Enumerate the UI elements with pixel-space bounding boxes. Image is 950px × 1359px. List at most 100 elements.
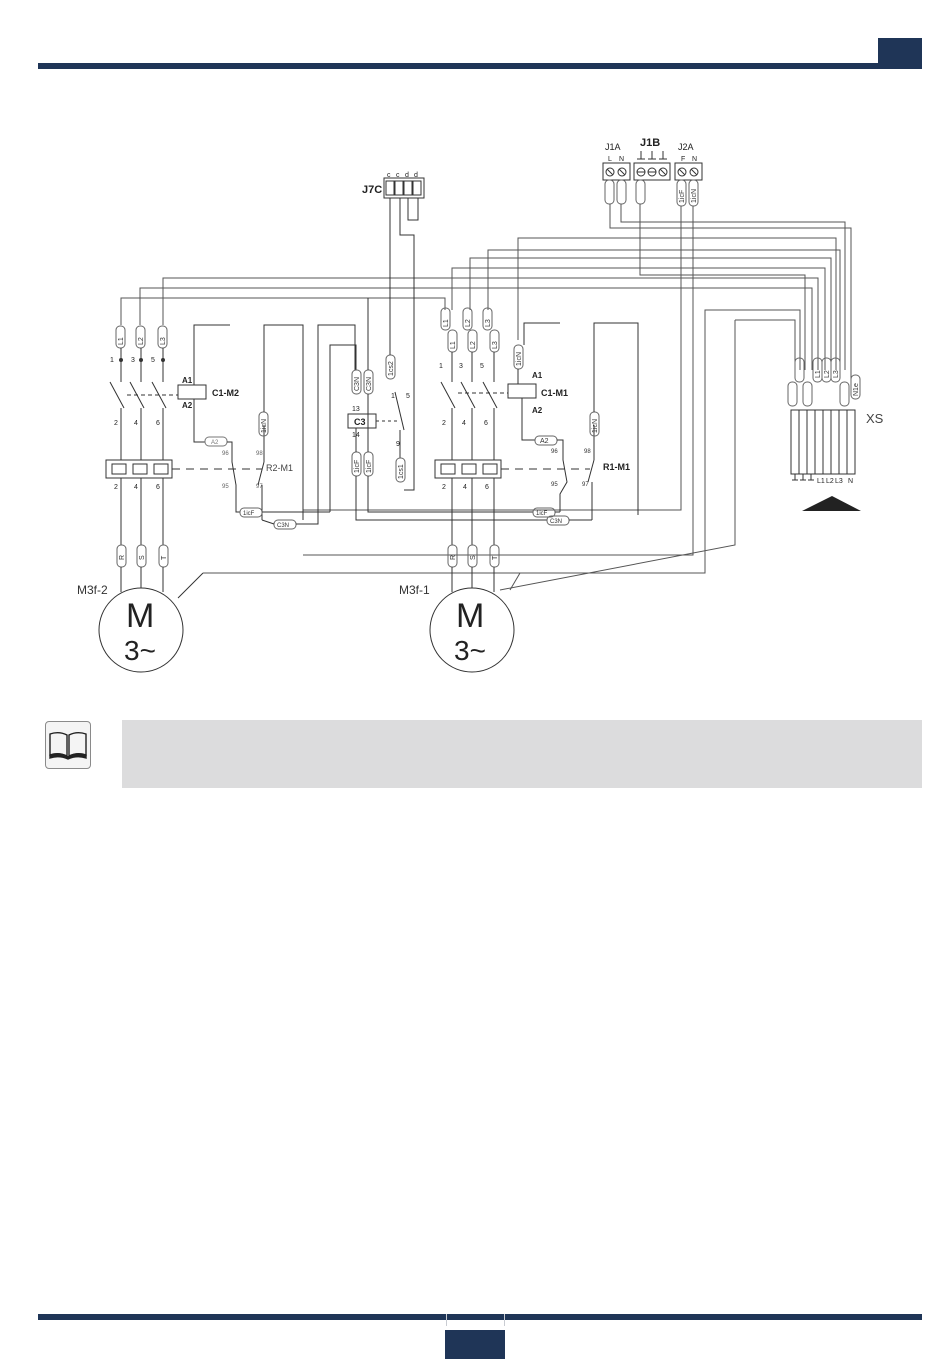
tag-j2a-cf: 1icF — [679, 190, 686, 203]
m1-phase: 3~ — [454, 635, 486, 666]
connector-j2a: J2A F N — [674, 142, 703, 181]
c3-13: 13 — [352, 406, 360, 413]
contactor-c1-m1: L1 L1 L2 L2 L3 L3 1 3 5 2 4 6 A1 A2 C1-M… — [439, 307, 568, 462]
r1-97: 97 — [582, 482, 589, 488]
bus-wires — [120, 204, 852, 591]
connector-j1b: J1B — [633, 137, 671, 181]
xs-ground-icons — [792, 474, 814, 481]
c1m1-pole-3: 3 — [459, 363, 463, 370]
r1-tag-cf: 1icF — [536, 511, 548, 517]
r1-out-6: 6 — [485, 484, 489, 491]
contactor-c1-m2: L1 L2 L3 1 3 5 2 4 6 A1 A2 C1-M2 — [109, 324, 239, 462]
c3-p1: 1 — [391, 393, 395, 400]
up-arrow-icon — [802, 496, 861, 511]
coil-label-c1-m2: C1-M2 — [212, 388, 239, 398]
j1a-pin-l: L — [608, 156, 612, 163]
c1m1-out-2: 2 — [442, 420, 446, 427]
c3-tag-cn: 1icF — [366, 460, 373, 473]
footer-tick-right — [504, 1314, 505, 1326]
c1m1-a2: A2 — [532, 406, 543, 415]
footer-tick-left — [446, 1314, 447, 1326]
relay-r2-m1: 2 4 6 A2 96 98 95 97 R2-M1 1icN 1icF C3N — [105, 324, 356, 545]
m2-wire-r: R — [119, 555, 126, 560]
c1m1-out-4: 4 — [462, 420, 466, 427]
r2-out-4: 4 — [134, 484, 138, 491]
r1-98: 98 — [584, 449, 591, 455]
c3-tag-cf: 1icF — [354, 460, 361, 473]
m2-phase: 3~ — [124, 635, 156, 666]
r2-tag-c3n: C3N — [277, 523, 289, 529]
j1b-label: J1B — [640, 137, 660, 149]
m1-wire-r: R — [450, 555, 457, 560]
c1m1-l2a: L2 — [465, 319, 472, 327]
m1-wire-s: S — [470, 555, 477, 560]
header-page-tab — [878, 38, 922, 69]
c1m1-pole-1: 1 — [439, 363, 443, 370]
c3-p9: 9 — [396, 441, 400, 448]
out-6: 6 — [156, 420, 160, 427]
out-2: 2 — [114, 420, 118, 427]
connector-wire-tags: 1icF 1icN — [604, 179, 699, 207]
xs-tag-l3: L3 — [833, 370, 840, 378]
r2-out-6: 6 — [156, 484, 160, 491]
j2a-label: J2A — [678, 142, 694, 152]
wire-l2: L2 — [138, 337, 145, 345]
c3-tag-cs1: 1cs1 — [398, 464, 405, 479]
m1-wire-t: T — [492, 555, 499, 560]
j2a-pin-f: F — [681, 156, 685, 163]
c3-p5: 5 — [406, 393, 410, 400]
xs-label: XS — [866, 411, 884, 426]
r2-out-2: 2 — [114, 484, 118, 491]
c3-tag-cs2: 1cs2 — [388, 361, 395, 376]
xs-n: N — [848, 478, 853, 485]
r2-a2-tag: A2 — [211, 440, 219, 446]
coil-a1: A1 — [182, 376, 193, 385]
motor-m3f-1: R S T M 3~ M3f-1 — [399, 544, 515, 673]
m1-symbol: M — [456, 597, 484, 635]
pole-1: 1 — [110, 357, 114, 364]
terminal-block-xs: L1 L2 L3 N1e L1 L2 L3 N XS — [787, 357, 884, 511]
c1m1-l2b: L2 — [470, 341, 477, 349]
r1-96: 96 — [551, 449, 558, 455]
r2-97: 97 — [256, 484, 263, 490]
r2-96: 96 — [222, 451, 229, 457]
r2-98: 98 — [256, 451, 263, 457]
xs-l1: L1 — [817, 478, 825, 485]
tag-j2a-cn: 1icN — [691, 189, 698, 203]
m2-wire-t: T — [161, 555, 168, 560]
note-box — [122, 720, 922, 788]
j7c-label: J7C — [362, 184, 382, 196]
m2-id: M3f-2 — [77, 583, 108, 597]
xs-tag-l2: L2 — [824, 370, 831, 378]
r1-tag-c3n: C3N — [550, 519, 562, 525]
m1-id: M3f-1 — [399, 583, 430, 597]
pole-3: 3 — [131, 357, 135, 364]
r2-label: R2-M1 — [266, 463, 293, 473]
j1a-label: J1A — [605, 142, 621, 152]
c3-tag-2: C3N — [366, 377, 373, 391]
pole-5: 5 — [151, 357, 155, 364]
book-icon — [45, 721, 91, 769]
footer-page-tab — [445, 1330, 505, 1359]
m2-symbol: M — [126, 597, 154, 635]
wire-l3: L3 — [160, 337, 167, 345]
c1m1-l3a: L3 — [485, 319, 492, 327]
j7c-pin-1: c — [387, 172, 391, 179]
xs-l2: L2 — [826, 478, 834, 485]
r1-out-2: 2 — [442, 484, 446, 491]
j1a-pin-n: N — [619, 156, 624, 163]
j2a-pin-n: N — [692, 156, 697, 163]
r2-95: 95 — [222, 484, 229, 490]
c1m1-tag-cn: 1icN — [516, 352, 523, 366]
j7c-pin-2: c — [396, 172, 400, 179]
out-4: 4 — [134, 420, 138, 427]
coil-label-c1-m1: C1-M1 — [541, 388, 568, 398]
relay-c3: C3N C3N 1cs2 13 C3 14 1 5 9 1icF 1icF 1c… — [329, 198, 547, 521]
c1m1-pole-5: 5 — [480, 363, 484, 370]
xs-tag-n1e: N1e — [853, 383, 860, 396]
c1m1-out-6: 6 — [484, 420, 488, 427]
c1m1-l1a: L1 — [443, 319, 450, 327]
r1-a2-tag: A2 — [540, 438, 549, 445]
c1m1-a1: A1 — [532, 371, 543, 380]
r1-out-4: 4 — [463, 484, 467, 491]
